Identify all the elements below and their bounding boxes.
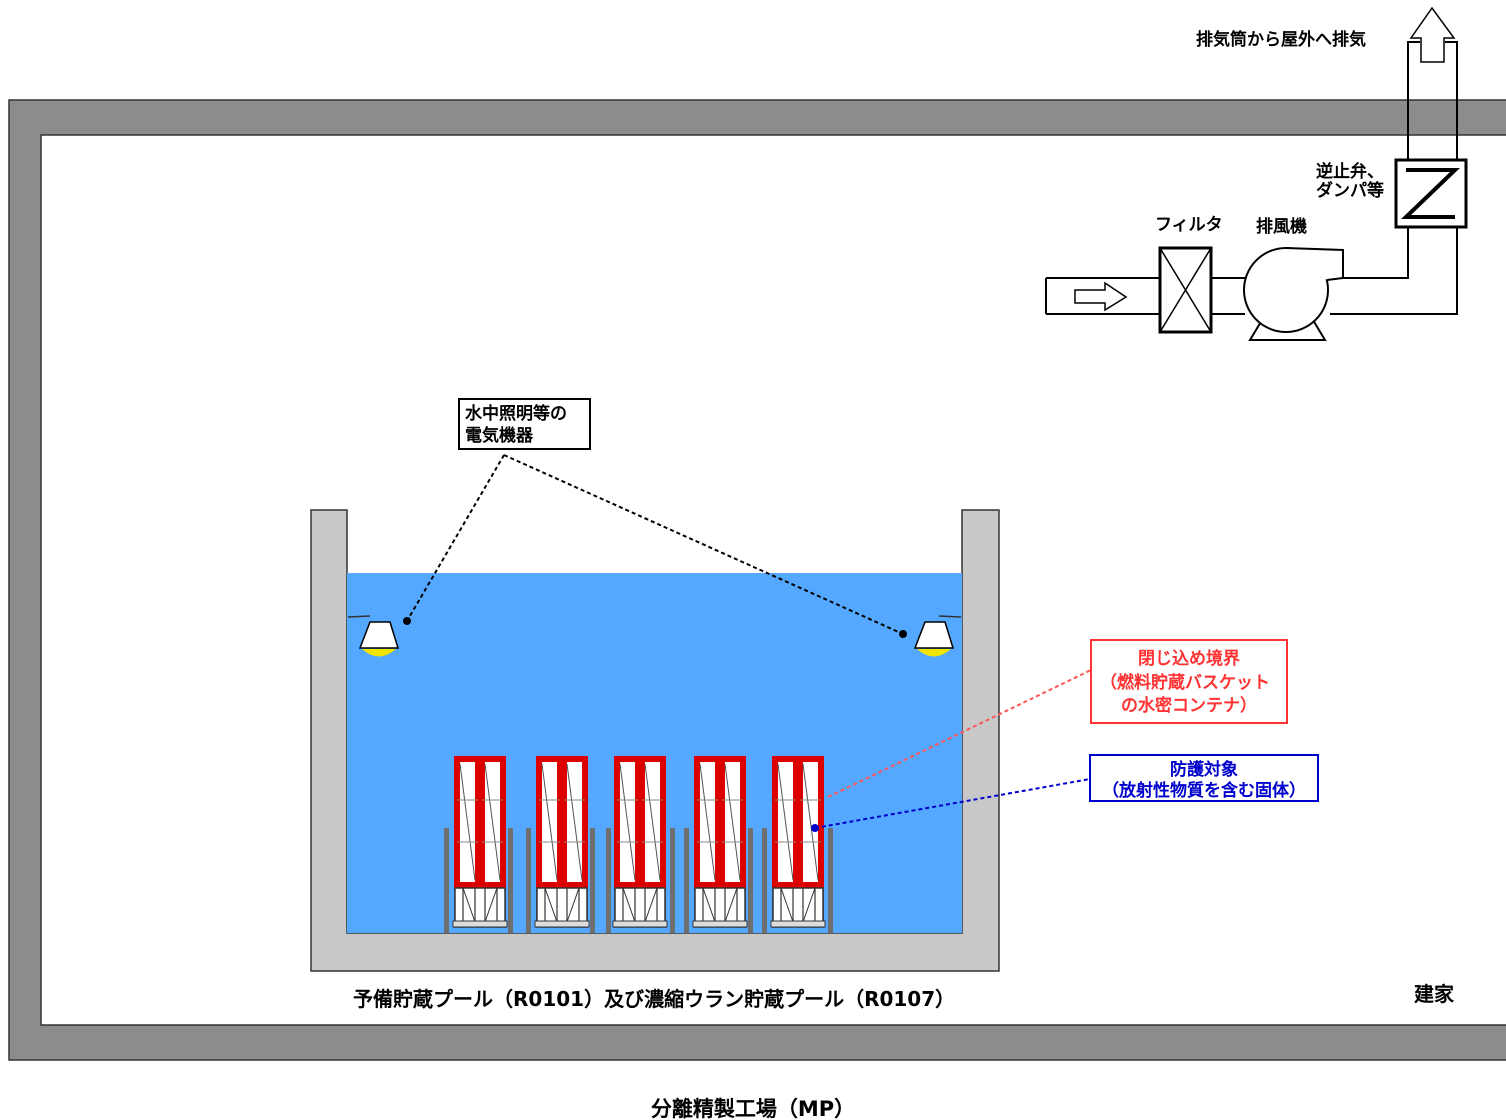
underwater-label-1: 水中照明等の <box>465 403 567 424</box>
storage-basket <box>612 756 668 928</box>
building-label: 建家 <box>1414 982 1455 1006</box>
protect-label-1: 防護対象 <box>1170 759 1238 780</box>
underwater-equipment-callout: 水中照明等の 電気機器 <box>458 398 591 450</box>
protection-target-callout: 防護対象 （放射性物質を含む固体） <box>1089 754 1319 802</box>
storage-baskets <box>452 756 826 928</box>
exhaust-arrow-icon <box>1409 6 1456 63</box>
protect-leader <box>814 778 1091 829</box>
rack-base <box>444 828 833 933</box>
exhaust-fan <box>1243 247 1344 341</box>
filter-label: フィルタ <box>1155 215 1223 235</box>
boundary-label-1: 閉じ込め境界 <box>1138 648 1240 669</box>
check-valve-damper <box>1394 158 1468 229</box>
underwater-callout-leaders <box>406 454 904 635</box>
boundary-label-3: の水密コンテナ） <box>1121 695 1257 716</box>
containment-boundary-callout: 閉じ込め境界 （燃料貯蔵バスケット の水密コンテナ） <box>1090 639 1288 724</box>
check-valve-label-2: ダンパ等 <box>1316 180 1384 201</box>
underwater-lamp-right <box>913 615 962 657</box>
filter-unit <box>1158 246 1213 334</box>
plant-label: 分離精製工場（MP） <box>651 1097 855 1120</box>
fan-label: 排風機 <box>1256 216 1307 237</box>
boundary-label-2: （燃料貯蔵バスケット <box>1100 672 1270 693</box>
protect-label-2: （放射性物質を含む固体） <box>1102 780 1306 801</box>
storage-basket <box>452 756 508 928</box>
storage-basket <box>770 756 826 928</box>
exhaust-label: 排気筒から屋外へ排気 <box>1196 29 1366 50</box>
pool-label: 予備貯蔵プール（R0101）及び濃縮ウラン貯蔵プール（R0107） <box>353 987 955 1011</box>
flow-arrow-icon <box>1074 281 1128 312</box>
check-valve-label-1: 逆止弁、 <box>1316 161 1384 182</box>
underwater-lamp-left <box>347 615 400 657</box>
storage-basket <box>692 756 748 928</box>
underwater-label-2: 電気機器 <box>465 425 534 446</box>
storage-basket <box>534 756 590 928</box>
